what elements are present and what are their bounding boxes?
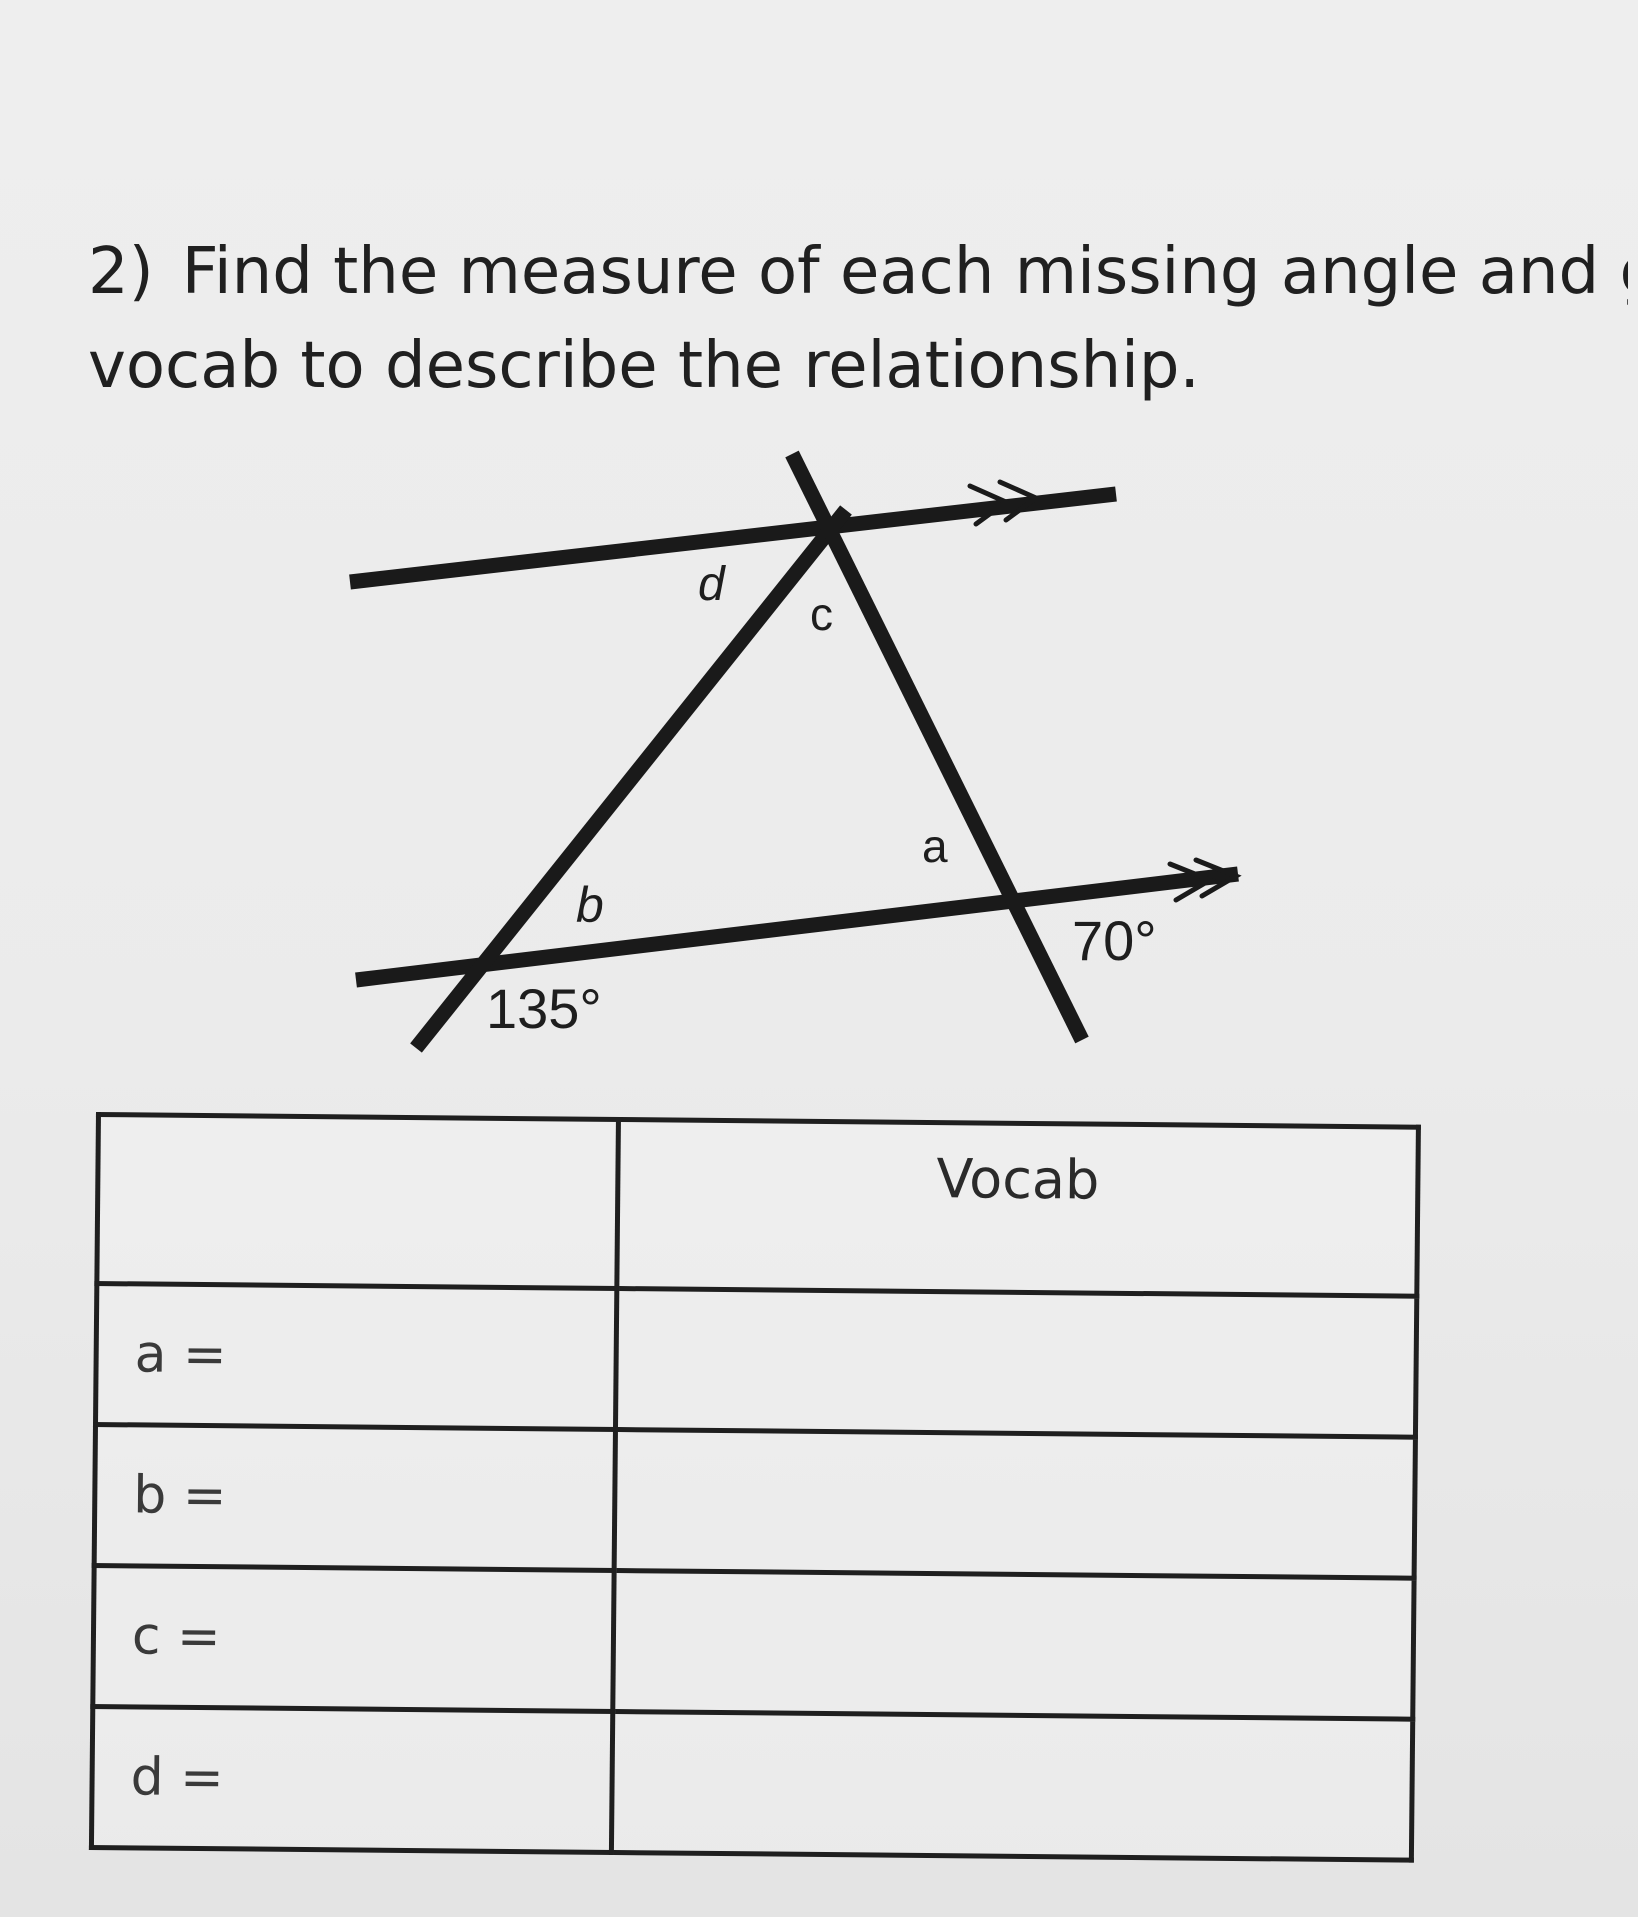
left-transversal bbox=[410, 505, 852, 1053]
variable-cell-b: b = bbox=[94, 1424, 616, 1571]
question-text: 2) Find the measure of each missing angle… bbox=[88, 225, 1628, 413]
vocab-cell-b[interactable] bbox=[614, 1429, 1416, 1579]
question-number: 2) bbox=[88, 235, 154, 309]
top-line-arrow-marks bbox=[967, 479, 1041, 527]
angle-label-70: 70° bbox=[1072, 909, 1157, 972]
right-transversal bbox=[785, 450, 1089, 1044]
angle-label-c: c bbox=[810, 588, 833, 640]
question-line-2: vocab to describe the relationship. bbox=[88, 329, 1200, 403]
parallel-lines-diagram: d c a b 135° 70° bbox=[349, 450, 1242, 1053]
angle-label-b: b bbox=[576, 877, 604, 933]
question-line-1-text: Find the measure of each missing angle a… bbox=[181, 235, 1628, 309]
bottom-line-arrow-marks bbox=[1167, 857, 1242, 903]
table-header-row: Vocab bbox=[96, 1114, 1419, 1297]
vocab-cell-c[interactable] bbox=[612, 1570, 1415, 1720]
variable-cell-d: d = bbox=[91, 1706, 613, 1853]
table-row-b: b = bbox=[94, 1424, 1416, 1579]
table-row-c: c = bbox=[92, 1565, 1415, 1720]
angle-label-d: d bbox=[698, 558, 726, 611]
vocab-cell-a[interactable] bbox=[615, 1288, 1417, 1438]
table-row-d: d = bbox=[91, 1706, 1413, 1861]
angle-label-135: 135° bbox=[486, 977, 602, 1040]
variable-cell-a: a = bbox=[95, 1283, 617, 1430]
vocab-cell-d[interactable] bbox=[611, 1711, 1413, 1861]
top-parallel-line bbox=[349, 486, 1117, 590]
table-row-a: a = bbox=[95, 1283, 1417, 1438]
header-blank-cell bbox=[96, 1114, 619, 1289]
header-vocab-cell: Vocab bbox=[616, 1119, 1419, 1297]
answer-table: Vocab a = b = c = d = bbox=[89, 1112, 1421, 1863]
variable-cell-c: c = bbox=[92, 1565, 615, 1712]
bottom-parallel-line bbox=[355, 866, 1239, 988]
question-line-1: 2) Find the measure of each missing angle… bbox=[88, 225, 1628, 319]
angle-label-a: a bbox=[922, 820, 948, 872]
